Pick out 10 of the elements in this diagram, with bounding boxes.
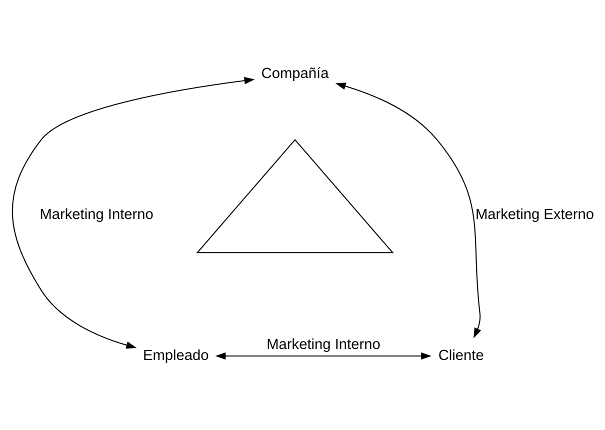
- node-triangle: [196, 139, 394, 254]
- edge-label: Marketing Interno: [266, 336, 380, 353]
- arrow: [215, 352, 432, 360]
- edge-label: Marketing Interno: [40, 206, 154, 223]
- node-text: Empleado: [143, 348, 209, 364]
- node-text: Compañía: [261, 66, 329, 82]
- arrow: [12, 77, 255, 349]
- edge-label: Marketing Externo: [475, 206, 594, 223]
- node-text: Cliente: [438, 348, 484, 364]
- arrow: [335, 82, 482, 338]
